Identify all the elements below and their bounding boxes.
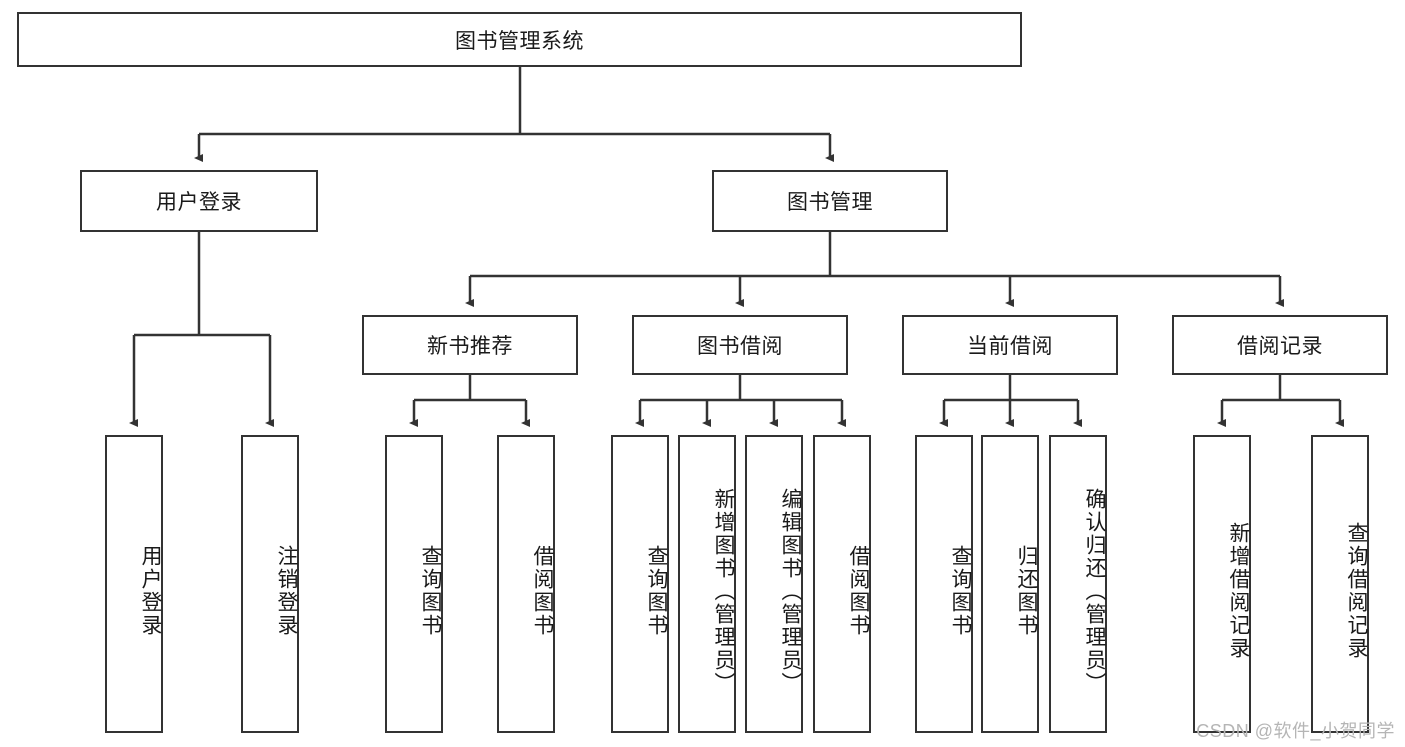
node-leaf-edit-book-label: 编辑图书（管理员） [779,487,802,695]
node-leaf-borrow-book-1[interactable]: 借阅图书 [497,435,555,733]
node-leaf-borrow-book-1-label: 借阅图书 [531,545,554,637]
node-leaf-add-record-label: 新增借阅记录 [1227,522,1250,660]
node-leaf-query-book-1[interactable]: 查询图书 [385,435,443,733]
node-book-borrow-label: 图书借阅 [697,335,783,358]
node-leaf-logout-login-label: 注销登录 [275,545,298,637]
node-leaf-query-book-2[interactable]: 查询图书 [611,435,669,733]
node-user-login[interactable]: 用户登录 [80,170,318,232]
node-leaf-query-record[interactable]: 查询借阅记录 [1311,435,1369,733]
node-leaf-query-record-label: 查询借阅记录 [1345,522,1368,660]
node-leaf-edit-book[interactable]: 编辑图书（管理员） [745,435,803,733]
node-root[interactable]: 图书管理系统 [17,12,1022,67]
node-leaf-query-book-1-label: 查询图书 [419,545,442,637]
node-leaf-logout-login[interactable]: 注销登录 [241,435,299,733]
node-leaf-borrow-book-2-label: 借阅图书 [847,545,870,637]
node-book-borrow[interactable]: 图书借阅 [632,315,848,375]
node-borrow-record[interactable]: 借阅记录 [1172,315,1388,375]
node-root-label: 图书管理系统 [455,29,584,53]
node-user-login-label: 用户登录 [156,191,242,214]
node-leaf-borrow-book-2[interactable]: 借阅图书 [813,435,871,733]
node-leaf-add-book-label: 新增图书（管理员） [712,487,735,695]
node-leaf-query-book-3[interactable]: 查询图书 [915,435,973,733]
node-leaf-confirm-return-label: 确认归还（管理员） [1083,487,1106,695]
node-leaf-return-book-label: 归还图书 [1015,545,1038,637]
node-leaf-user-login-label: 用户登录 [139,545,162,637]
node-leaf-return-book[interactable]: 归还图书 [981,435,1039,733]
csdn-watermark: CSDN @软件_小贺同学 [1196,721,1395,741]
node-leaf-confirm-return[interactable]: 确认归还（管理员） [1049,435,1107,733]
node-book-manage-label: 图书管理 [787,191,873,214]
node-leaf-user-login[interactable]: 用户登录 [105,435,163,733]
node-current-borrow[interactable]: 当前借阅 [902,315,1118,375]
node-leaf-add-book[interactable]: 新增图书（管理员） [678,435,736,733]
node-borrow-record-label: 借阅记录 [1237,335,1323,358]
node-leaf-query-book-3-label: 查询图书 [949,545,972,637]
node-leaf-query-book-2-label: 查询图书 [645,545,668,637]
node-book-manage[interactable]: 图书管理 [712,170,948,232]
node-current-borrow-label: 当前借阅 [967,335,1053,358]
node-new-book-recommend[interactable]: 新书推荐 [362,315,578,375]
node-new-book-recommend-label: 新书推荐 [427,335,513,358]
node-leaf-add-record[interactable]: 新增借阅记录 [1193,435,1251,733]
